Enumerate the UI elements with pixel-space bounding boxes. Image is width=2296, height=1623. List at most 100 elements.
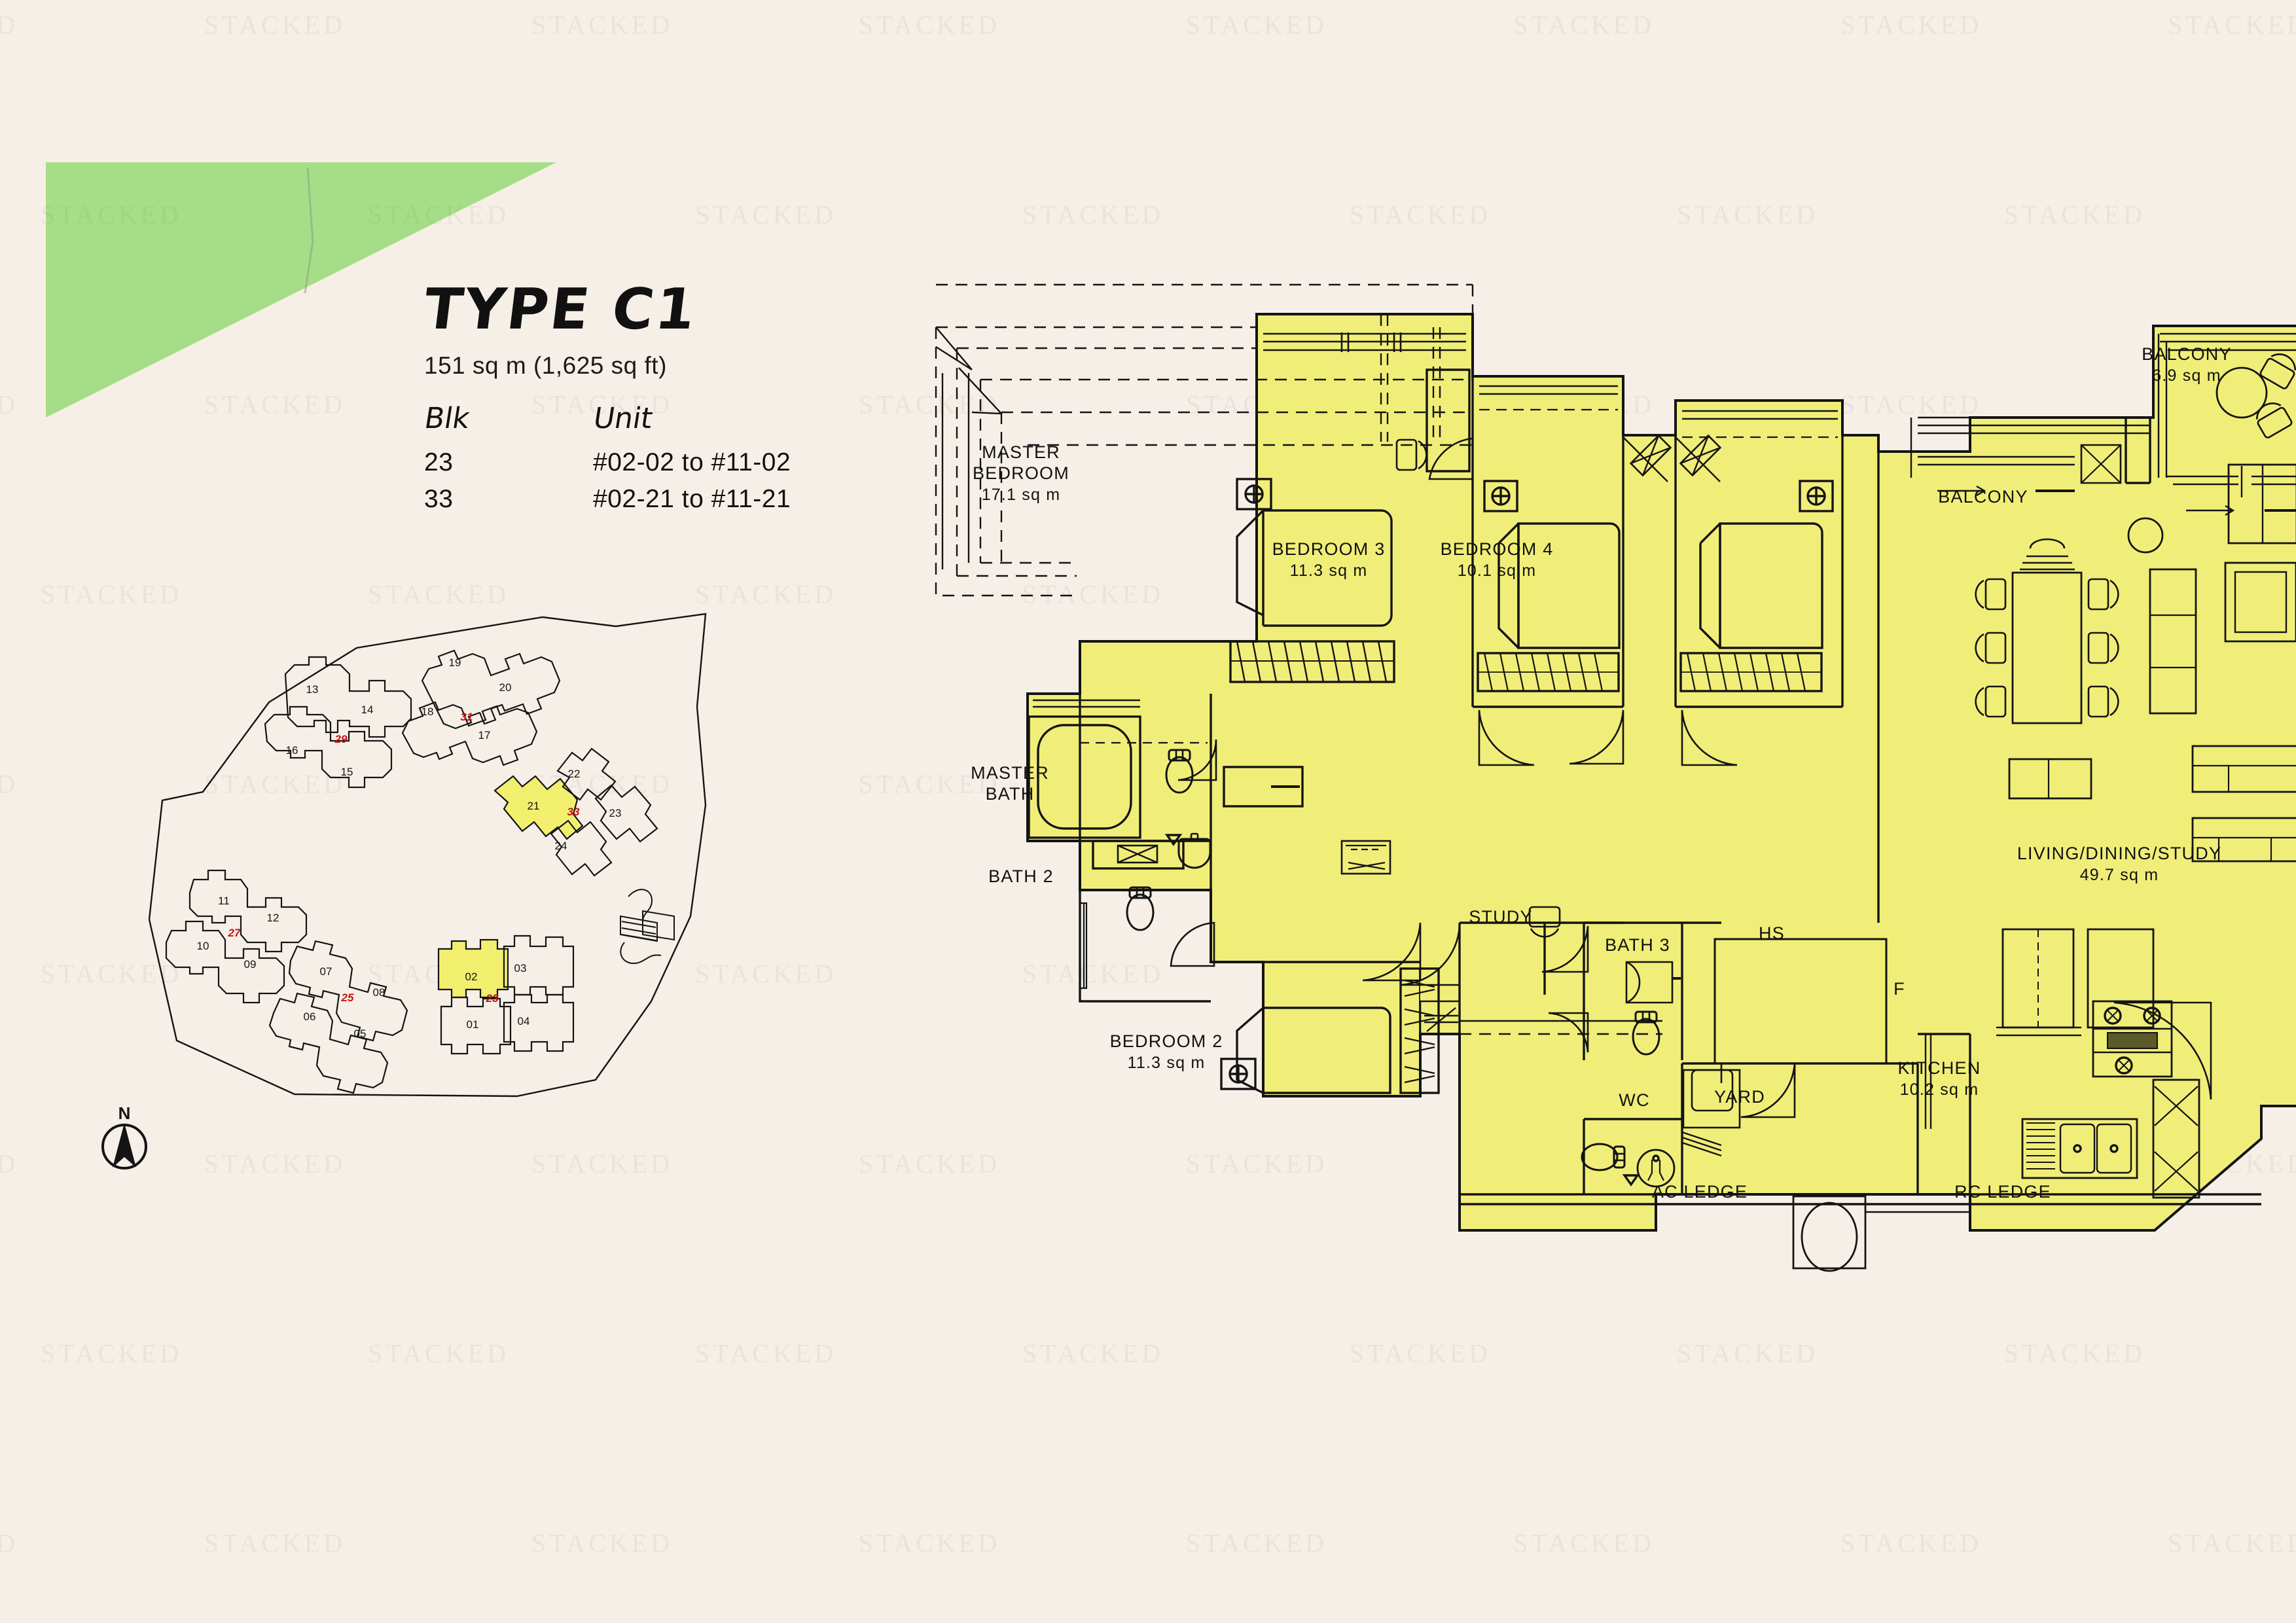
room-label: 10.1 sq m (1458, 562, 1537, 580)
room-label: BEDROOM 4 (1441, 539, 1554, 559)
north-label: N (118, 1103, 131, 1123)
bedroom-2-walls (1211, 961, 1440, 1096)
site-stack-label: 01 (467, 1018, 479, 1031)
col-header-unit: Unit (591, 402, 655, 435)
site-stack-label: 04 (518, 1015, 530, 1027)
north-arrow-icon: N (101, 1103, 147, 1169)
watermark: STACKED (1840, 10, 1982, 40)
site-stack-label: 16 (286, 744, 298, 757)
block-29 (284, 656, 412, 738)
watermark: STACKED (0, 769, 19, 799)
site-stack-label: 03 (514, 962, 527, 974)
site-stack-label: 06 (304, 1010, 316, 1023)
blk-value: 33 (424, 485, 454, 513)
block-27 (188, 869, 308, 953)
room-label: BEDROOM (973, 463, 1069, 483)
watermark: STACKED (1185, 1528, 1328, 1558)
green-corner-triangle (46, 162, 556, 418)
watermark: STACKED (204, 1149, 346, 1179)
blk-value: 23 (424, 448, 454, 476)
master-bath-walls (1028, 694, 1304, 1003)
table-row: 23 #02-02 to #11-02 (424, 444, 1012, 481)
room-label: YARD (1714, 1087, 1765, 1107)
unit-value: #02-02 to #11-02 (593, 448, 791, 476)
col-header-blk: Blk (422, 402, 473, 435)
watermark: STACKED (1840, 1528, 1982, 1558)
room-label: BEDROOM 3 (1272, 539, 1386, 559)
watermark: STACKED (858, 1528, 1001, 1558)
room-label: BATH 3 (1605, 935, 1670, 955)
site-stack-label: 09 (244, 958, 257, 971)
room-label: HS (1759, 923, 1785, 943)
water-feature-icon (620, 889, 675, 965)
room-label: BATH (986, 784, 1035, 804)
site-stack-label: 21 (528, 800, 540, 812)
watermark: STACKED (367, 1338, 510, 1368)
watermark: STACKED (0, 1528, 19, 1558)
watermark: STACKED (531, 10, 673, 40)
site-stack-label: 14 (361, 704, 374, 716)
room-label: BEDROOM 2 (1110, 1031, 1223, 1051)
watermark: STACKED (1349, 200, 1492, 230)
site-blk-label: 29 (334, 733, 348, 745)
unit-value: #02-21 to #11-21 (593, 485, 791, 513)
room-label: F (1893, 979, 1905, 999)
watermark: STACKED (40, 1338, 183, 1368)
room-label: 49.7 sq m (2080, 866, 2159, 884)
room-label: BALCONY (2142, 344, 2231, 364)
watermark: STACKED (1676, 200, 1819, 230)
room-label: MASTER (982, 442, 1060, 462)
watermark: STACKED (531, 1149, 673, 1179)
room-label: WC (1619, 1090, 1649, 1110)
site-stack-label: 20 (499, 681, 512, 694)
site-stack-label: 22 (568, 768, 581, 780)
site-stack-label: 08 (373, 986, 386, 999)
watermark: STACKED (1022, 200, 1164, 230)
watermark: STACKED (0, 10, 19, 40)
interior-walls (1080, 314, 1474, 683)
site-stack-label: 17 (478, 729, 491, 741)
room-label: RC LEDGE (1954, 1182, 2051, 1202)
service-area-walls (1460, 921, 2261, 1272)
watermark: STACKED (1513, 10, 1655, 40)
site-stack-label: 02 (465, 971, 478, 983)
site-stack-label: 18 (422, 705, 434, 718)
watermark: STACKED (694, 200, 837, 230)
site-blk-label: 25 (341, 991, 354, 1004)
room-label: BATH 2 (988, 866, 1054, 886)
site-stack-label: 19 (449, 656, 461, 669)
room-label: 6.9 sq m (2152, 366, 2221, 385)
watermark: STACKED (1513, 1528, 1655, 1558)
watermark: STACKED (40, 579, 183, 609)
site-stack-label: 23 (609, 807, 622, 819)
room-label: 17.1 sq m (982, 486, 1061, 504)
site-stack-label: 15 (341, 766, 353, 778)
room-label: KITCHEN (1898, 1058, 1981, 1078)
watermark: STACKED (2167, 1528, 2296, 1558)
site-blk-label: 27 (228, 927, 242, 939)
watermark: STACKED (531, 1528, 673, 1558)
unit-area-text: 151 sq m (1,625 sq ft) (424, 352, 667, 379)
page-title: TYPE C1 (420, 277, 701, 342)
living-dining-walls (1877, 332, 2296, 923)
bedrooms-3-4 (1471, 376, 1844, 766)
site-stack-label: 13 (306, 683, 319, 696)
title-block: TYPE C1 151 sq m (1,625 sq ft) Blk Unit … (420, 277, 1012, 518)
block-31 (421, 649, 561, 730)
room-label: 11.3 sq m (1290, 562, 1368, 580)
stack-02-highlight (437, 938, 509, 999)
watermark: STACKED (204, 10, 346, 40)
room-label: 11.3 sq m (1128, 1054, 1206, 1072)
watermark: STACKED (858, 10, 1001, 40)
site-stack-label: 10 (197, 940, 209, 952)
room-label: 10.2 sq m (1900, 1080, 1979, 1099)
upper-terrace-dashed (935, 283, 1474, 597)
site-stack-label: 24 (555, 840, 567, 852)
site-boundary (148, 613, 707, 1097)
site-blk-label: 33 (567, 806, 580, 818)
site-plan: 1314161519201817222123241112100907080605… (148, 613, 707, 1097)
watermark: STACKED (1185, 10, 1328, 40)
table-row: 33 #02-21 to #11-21 (424, 481, 1012, 518)
watermark: STACKED (204, 1528, 346, 1558)
floor-slab (1026, 313, 2296, 1232)
